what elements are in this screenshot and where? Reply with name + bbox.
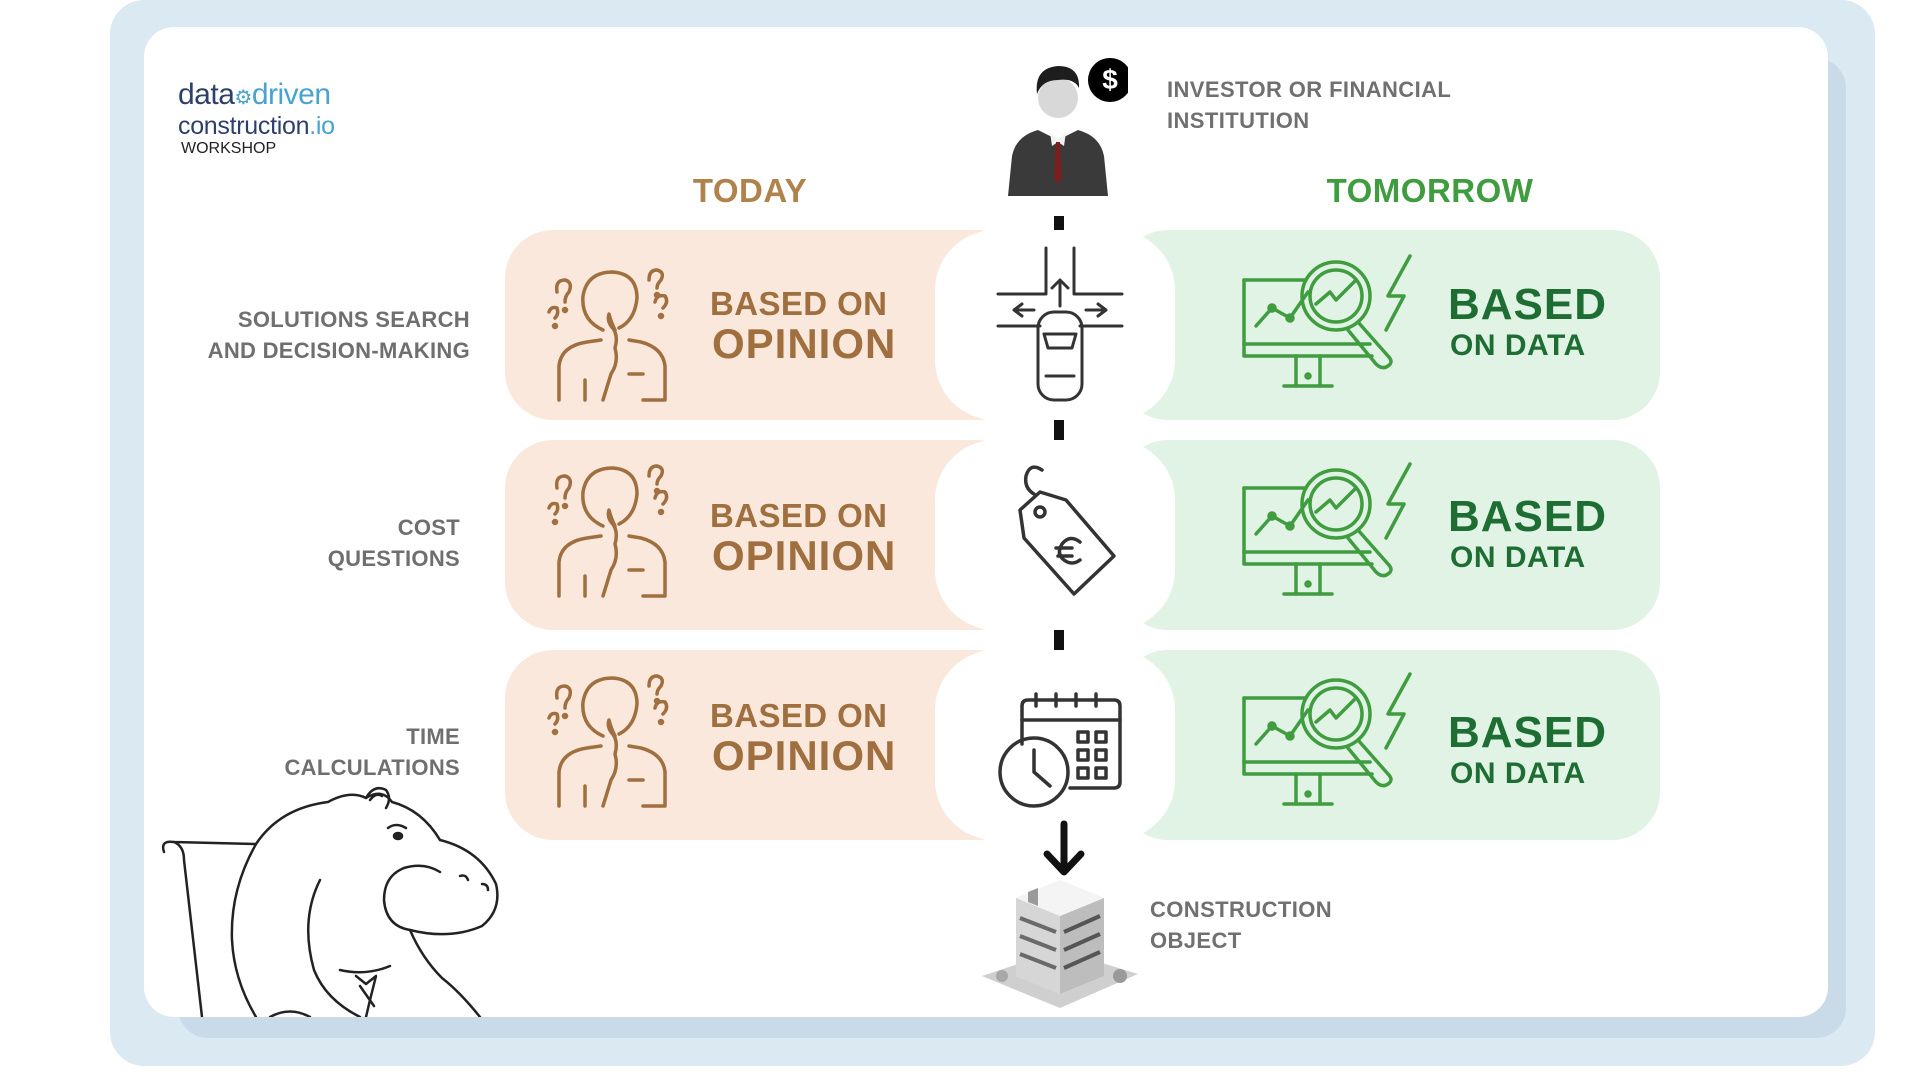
today-opinion-label: OPINION	[712, 320, 897, 367]
tomorrow-based-label: BASED	[1448, 708, 1608, 757]
calendar-clock-icon	[998, 692, 1122, 808]
construction-label-line1: CONSTRUCTION	[1150, 897, 1333, 922]
tomorrow-on-data-label: ON DATA	[1450, 541, 1586, 574]
today-based-on-label: BASED ON	[710, 285, 888, 322]
row-label-cost-questions: COST QUESTIONS	[120, 512, 460, 574]
center-node	[935, 440, 1175, 630]
row-label-decision-making: SOLUTIONS SEARCH AND DECISION-MAKING	[130, 304, 470, 366]
tomorrow-based-label: BASED	[1448, 280, 1608, 329]
tomorrow-pill	[1120, 440, 1660, 630]
today-opinion-label: OPINION	[712, 732, 897, 779]
thinking-person-icon	[547, 268, 669, 402]
investor-label-line2: INSTITUTION	[1167, 108, 1310, 133]
row-label-line1: COST	[397, 515, 460, 540]
today-based-on-label: BASED ON	[710, 697, 888, 734]
construction-object-label: CONSTRUCTION OBJECT	[1150, 894, 1450, 956]
investor-businessman-icon: $	[1008, 58, 1128, 196]
thinking-person-icon	[547, 674, 669, 808]
row-label-line2: QUESTIONS	[327, 546, 460, 571]
crossroads-car-icon	[996, 246, 1124, 402]
center-node	[935, 230, 1175, 420]
svg-text:$: $	[1102, 64, 1118, 95]
column-header-tomorrow: TOMORROW	[1326, 172, 1534, 209]
flow-line-segment	[1054, 617, 1064, 669]
thinking-person-icon	[547, 464, 669, 598]
row-label-line1: SOLUTIONS SEARCH	[237, 307, 470, 332]
tomorrow-pill	[1120, 650, 1660, 840]
logo-word-io: .io	[309, 112, 335, 140]
flow-line-segment	[1054, 410, 1064, 454]
logo-word-driven: driven	[251, 78, 331, 111]
logo-workshop: WORKSHOP	[181, 140, 277, 157]
construction-label-line2: OBJECT	[1150, 928, 1242, 953]
today-based-on-label: BASED ON	[710, 497, 888, 534]
row-label-line2: CALCULATIONS	[284, 755, 460, 780]
tomorrow-on-data-label: ON DATA	[1450, 757, 1586, 790]
row-label-time-calculations: TIME CALCULATIONS	[120, 721, 460, 783]
hippo-mascot-icon	[161, 787, 499, 1017]
tomorrow-on-data-label: ON DATA	[1450, 329, 1586, 362]
investor-label: INVESTOR OR FINANCIAL INSTITUTION	[1167, 74, 1507, 136]
logo-word-construction: construction	[178, 112, 310, 140]
logo-word-data: data	[178, 78, 235, 111]
row-label-line2: AND DECISION-MAKING	[207, 338, 470, 363]
logo: data⚙driven construction.io WORKSHOP	[178, 80, 378, 160]
column-header-today: TODAY	[692, 172, 808, 209]
flow-line-segment	[1054, 216, 1064, 234]
data-analytics-monitor-icon	[1242, 254, 1412, 388]
arrow-down-icon	[1043, 820, 1085, 876]
data-analytics-monitor-icon	[1242, 672, 1412, 806]
data-analytics-monitor-icon	[1242, 462, 1412, 596]
euro-price-tag-icon	[1018, 465, 1116, 596]
logo-gear-icon: ⚙	[234, 87, 252, 109]
today-opinion-label: OPINION	[712, 532, 897, 579]
row-label-line1: TIME	[406, 724, 460, 749]
investor-label-line1: INVESTOR OR FINANCIAL	[1167, 77, 1452, 102]
tomorrow-based-label: BASED	[1448, 492, 1608, 541]
building-icon	[982, 880, 1138, 1008]
